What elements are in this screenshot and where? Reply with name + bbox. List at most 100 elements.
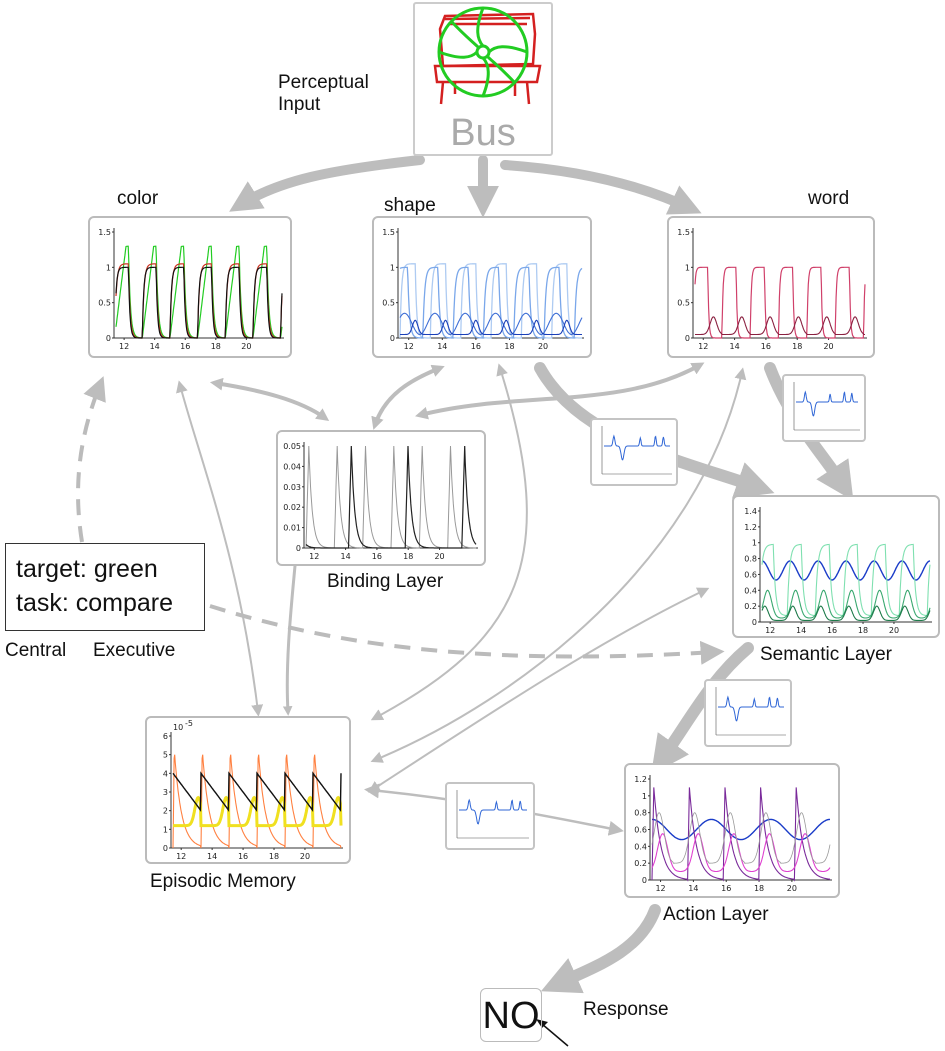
x-tick-label: 18	[792, 342, 802, 351]
x-tick-label: 20	[241, 342, 251, 351]
y-tick-label: 0.8	[634, 809, 647, 818]
y-tick-label: 0.6	[634, 826, 647, 835]
y-tick-label: 0	[752, 618, 757, 627]
x-tick-label: 12	[698, 342, 708, 351]
action-series-blue	[652, 818, 830, 841]
arrow-action-to-response	[540, 904, 661, 994]
mini-signal-episodic-action	[445, 782, 535, 850]
action-series-purple	[651, 787, 831, 882]
episodic-series-black	[172, 771, 342, 813]
y-tick-label: 0	[106, 334, 111, 343]
mini-signal-line	[459, 798, 527, 825]
x-tick-label: 18	[858, 626, 868, 635]
x-tick-label: 20	[787, 884, 797, 893]
x-tick-label: 12	[765, 626, 775, 635]
action-series-grey	[651, 812, 831, 864]
mini-signal-line	[604, 434, 670, 461]
x-tick-label: 12	[404, 342, 414, 351]
x-tick-label: 16	[180, 342, 190, 351]
x-tick-label: 18	[211, 342, 221, 351]
x-tick-label: 12	[655, 884, 665, 893]
y-tick-label: 1	[685, 263, 690, 272]
x-tick-label: 16	[721, 884, 731, 893]
x-tick-label: 14	[437, 342, 447, 351]
x-tick-label: 20	[823, 342, 833, 351]
response-value: NO	[480, 988, 542, 1042]
semantic-layer-label: Semantic Layer	[760, 644, 893, 665]
arrow-executive-to-semantic	[209, 604, 725, 665]
response-pointer-arrow	[541, 1023, 569, 1047]
y-tick-label: 1.5	[382, 228, 395, 237]
y-tick-label: 3	[163, 788, 168, 797]
x-tick-label: 12	[176, 852, 186, 861]
arrow-shape-binding	[371, 364, 445, 430]
mini-signal-shape-semantic	[590, 418, 678, 486]
arrow-semantic-to-action	[651, 642, 754, 775]
executive-target: target: green	[16, 555, 158, 583]
mini-signal-word-semantic	[782, 374, 866, 442]
y-tick-label: 0.03	[283, 483, 301, 492]
central-label: Central	[5, 640, 67, 661]
mini-signal-chart	[793, 382, 860, 431]
y-tick-label: 1	[752, 539, 757, 548]
color-series-black	[115, 266, 283, 339]
arrow-input-to-color	[229, 155, 425, 212]
x-tick-label: 12	[119, 342, 129, 351]
y-tick-label: 5	[163, 751, 168, 760]
x-tick-label: 16	[238, 852, 248, 861]
executive-task: task: compare	[16, 589, 174, 617]
y-tick-label: 0.6	[744, 570, 757, 579]
y-tick-label: 0	[685, 334, 690, 343]
arrow-episodic-to-binding	[282, 551, 301, 716]
word-series-2	[695, 316, 865, 336]
y-tick-label: 0.2	[634, 859, 647, 868]
binding-series-grey	[305, 445, 477, 549]
x-tick-label: 20	[538, 342, 548, 351]
y-tick-label: 0	[163, 844, 168, 853]
color-map-label: color	[117, 188, 159, 209]
x-tick-label: 14	[207, 852, 217, 861]
episodic-memory-label: Episodic Memory	[150, 871, 296, 892]
arrow-executive-to-color	[76, 376, 106, 543]
shape-series-3	[399, 312, 583, 335]
arrow-input-to-word	[500, 160, 702, 215]
perceptual-input-line2: Input	[278, 94, 321, 115]
y-tick-label: 1	[106, 263, 111, 272]
y-tick-label: 1	[163, 825, 168, 834]
x-tick-label: 20	[434, 552, 444, 561]
arrow-episodic-to-color	[176, 380, 264, 717]
x-tick-label: 14	[796, 626, 806, 635]
y-tick-label: 0.05	[283, 442, 301, 451]
x-tick-label: 14	[150, 342, 160, 351]
color-series-green	[115, 245, 283, 339]
perceptual-input-line1: Perceptual	[278, 72, 369, 93]
x-tick-label: 20	[889, 626, 899, 635]
y-tick-label: 1	[642, 792, 647, 801]
y-tick-label: 0.5	[382, 299, 395, 308]
arrow-episodic-to-semantic	[367, 587, 710, 793]
word-map-label: word	[808, 188, 850, 209]
y-tick-label: 0.5	[98, 299, 111, 308]
y-tick-label: 6	[163, 732, 168, 741]
y-tick-label: 0.2	[744, 602, 757, 611]
mini-signal-line	[796, 390, 858, 417]
shape-series-4	[400, 319, 582, 336]
mini-signal-chart	[456, 790, 529, 839]
y-tick-label: 0	[642, 876, 647, 885]
y-tick-label: 0.01	[283, 524, 301, 533]
y-tick-label: 0.04	[283, 462, 301, 471]
x-tick-label: 18	[504, 342, 514, 351]
x-tick-label: 16	[827, 626, 837, 635]
response-label: Response	[583, 999, 669, 1020]
y-tick-label: 0	[390, 334, 395, 343]
x-tick-label: 18	[754, 884, 764, 893]
y-tick-label: 2	[163, 807, 168, 816]
bus-stimulus: Bus	[413, 2, 553, 156]
